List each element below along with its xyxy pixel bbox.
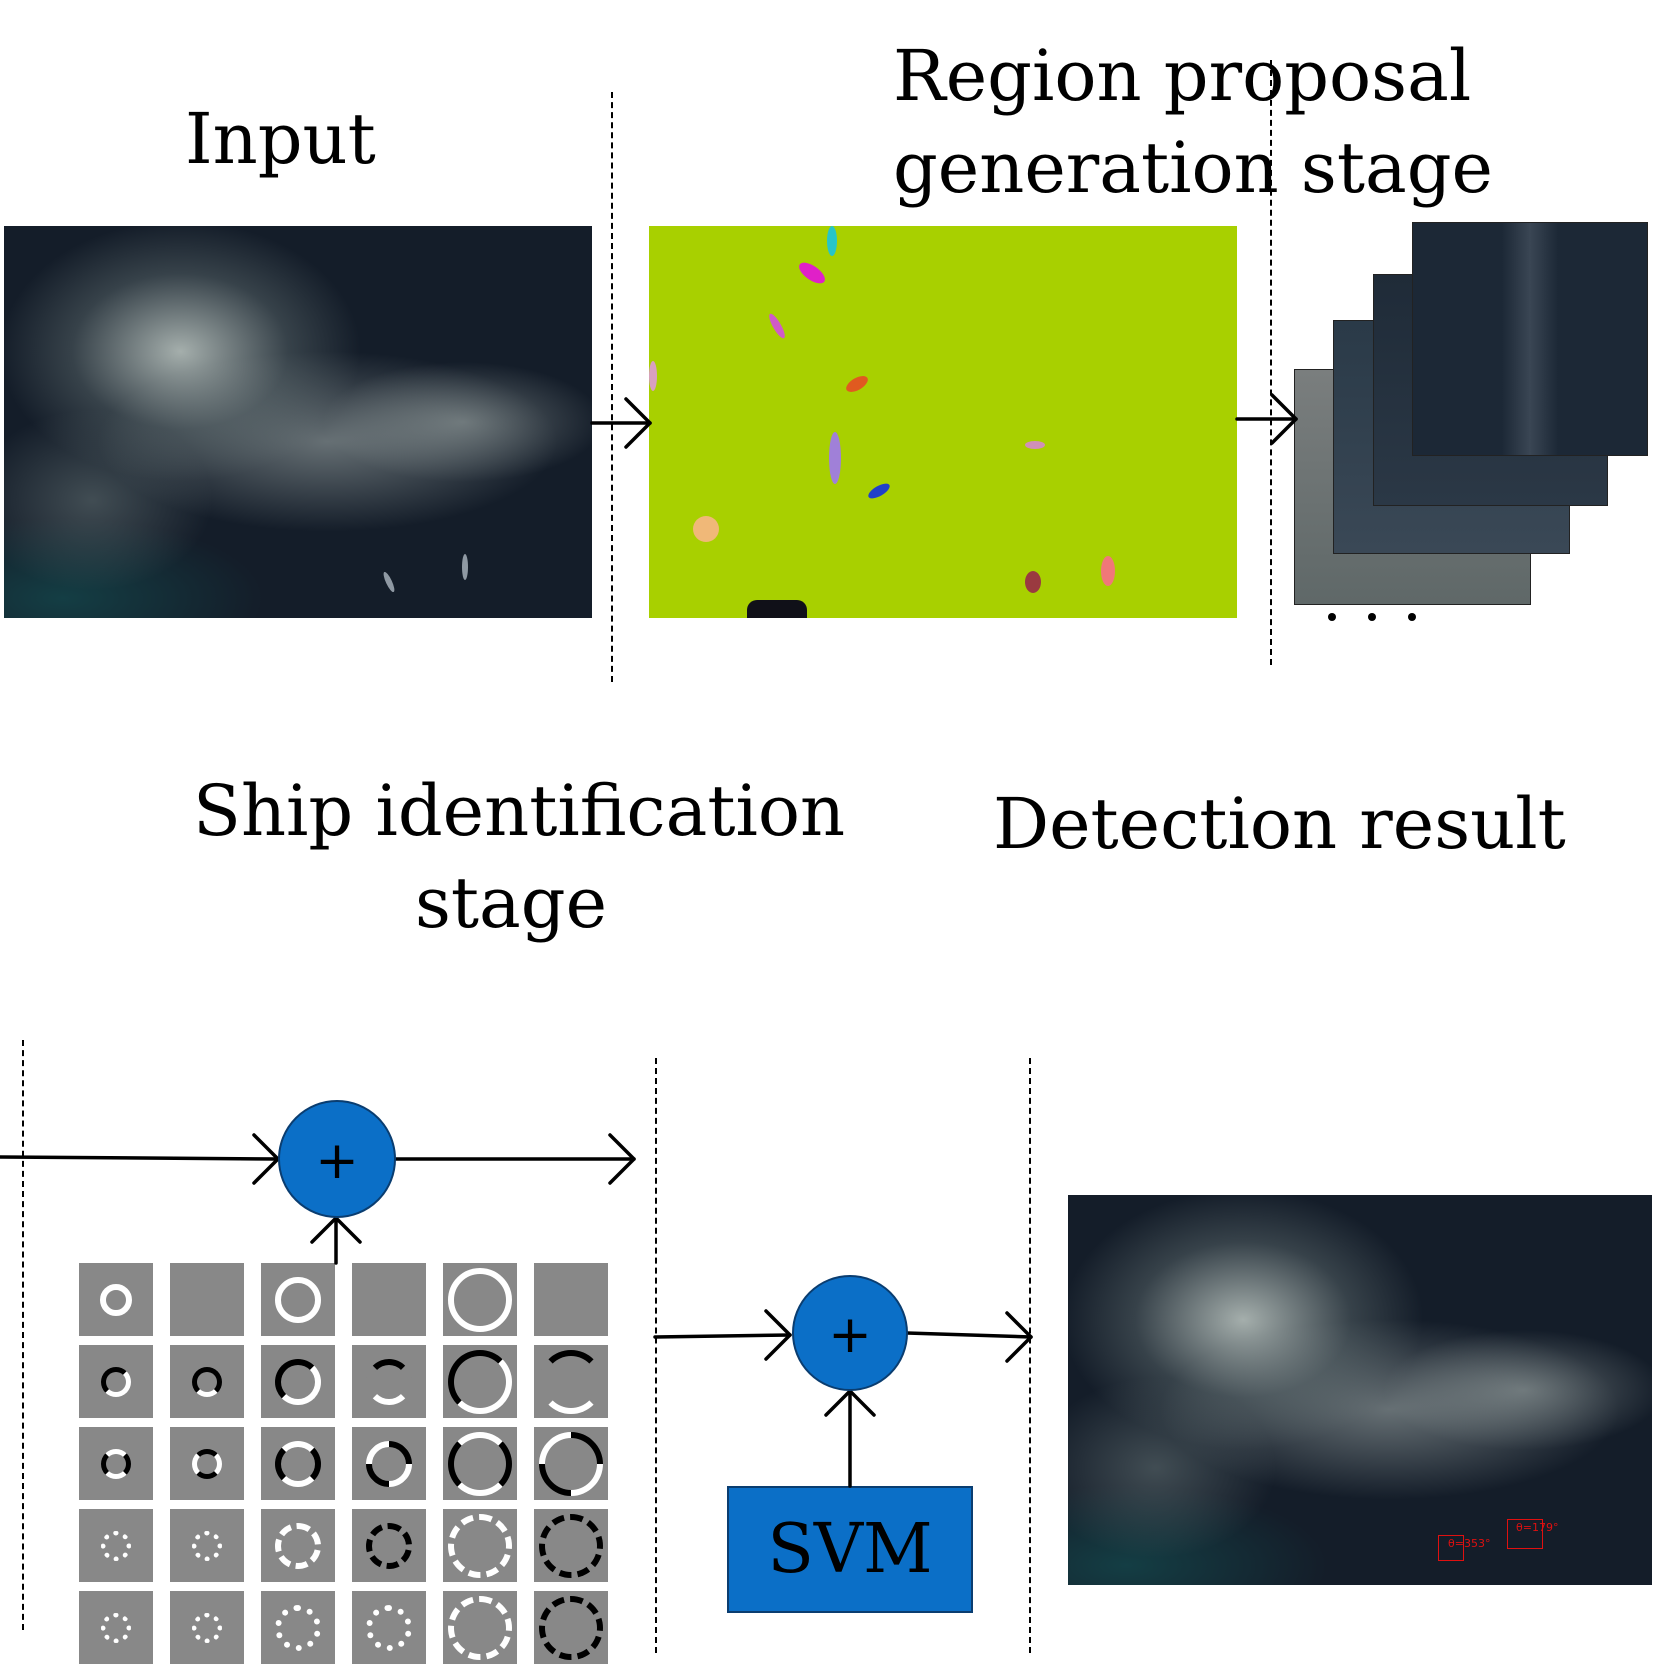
filter-bank: [79, 1263, 617, 1664]
filter-tile: [170, 1509, 244, 1582]
filter-tile: [261, 1263, 335, 1336]
separator-top-1: [611, 92, 613, 682]
detection-label: θ=179°: [1516, 1521, 1559, 1534]
filter-tile: [79, 1591, 153, 1664]
sum-node-bottom: [792, 1275, 908, 1391]
filter-tile: [170, 1345, 244, 1418]
filter-tile: [79, 1509, 153, 1582]
filter-tile: [534, 1263, 608, 1336]
filter-tile: [170, 1263, 244, 1336]
input-satellite-image: [4, 226, 592, 618]
filter-tile: [443, 1509, 517, 1582]
ship-mark: [462, 554, 468, 580]
segmentation-map: [649, 226, 1237, 618]
filter-tile: [443, 1263, 517, 1336]
filter-tile: [443, 1427, 517, 1500]
filter-tile: [261, 1345, 335, 1418]
ship-identification-label-line1: Ship identification: [193, 770, 846, 852]
segment-region: [693, 516, 719, 542]
segment-region: [1101, 556, 1115, 586]
region-proposal-label-line2: generation stage: [893, 127, 1493, 209]
separator-bottom-3: [1029, 1058, 1031, 1653]
separator-bottom-2: [655, 1058, 657, 1653]
separator-bottom-1: [22, 1040, 24, 1630]
segment-region: [747, 600, 807, 618]
segment-region: [829, 432, 841, 484]
detection-result-image: θ=353° θ=179°: [1068, 1195, 1652, 1585]
arrow-into-sum-top: [0, 1155, 280, 1161]
ellipsis-dot: [1408, 613, 1416, 621]
arrow-sum-bottom-out: [905, 1331, 1033, 1339]
sum-symbol-top: +: [315, 1131, 359, 1191]
segment-region: [1025, 571, 1041, 593]
filter-tile: [352, 1345, 426, 1418]
filter-tile: [352, 1509, 426, 1582]
filter-tile: [525, 1418, 617, 1509]
detection-box: [1438, 1535, 1464, 1561]
detection-box: [1507, 1519, 1543, 1549]
svm-classifier: SVM: [727, 1486, 973, 1613]
filter-tile: [352, 1591, 426, 1664]
filter-tile: [534, 1345, 608, 1418]
filter-tile: [79, 1427, 153, 1500]
segment-region: [649, 361, 657, 391]
ship-identification-label-line2: stage: [415, 862, 608, 944]
segment-region: [827, 226, 837, 256]
arrowhead: [1005, 1311, 1033, 1363]
arrowhead: [764, 1309, 792, 1361]
detection-label: θ=353°: [1448, 1537, 1491, 1550]
input-label: Input: [185, 98, 376, 180]
detection-result-label: Detection result: [993, 783, 1566, 865]
svm-label: SVM: [767, 1510, 933, 1589]
filter-tile: [170, 1427, 244, 1500]
filter-tile: [352, 1263, 426, 1336]
filter-tile: [443, 1591, 517, 1664]
filter-tile: [534, 1591, 608, 1664]
ellipsis-dot: [1328, 613, 1336, 621]
region-proposal-label-line1: Region proposal: [893, 35, 1472, 117]
filter-tile: [443, 1345, 517, 1418]
filter-tile: [170, 1591, 244, 1664]
arrow-into-sum-bottom: [653, 1333, 792, 1339]
filter-tile: [79, 1345, 153, 1418]
sum-symbol-bottom: +: [828, 1305, 872, 1365]
separator-top-2: [1270, 60, 1272, 665]
arrowhead: [310, 1216, 362, 1244]
segment-region: [1025, 441, 1045, 449]
filter-tile: [534, 1509, 608, 1582]
filter-tile: [261, 1509, 335, 1582]
arrowhead: [608, 1133, 636, 1185]
filter-tile: [261, 1591, 335, 1664]
filter-tile: [79, 1263, 153, 1336]
candidate-crop-1: [1412, 222, 1648, 456]
filter-tile: [352, 1427, 426, 1500]
arrowhead: [1270, 393, 1298, 445]
sum-node-top: [278, 1100, 396, 1218]
ellipsis-dot: [1368, 613, 1376, 621]
filter-tile: [261, 1427, 335, 1500]
arrowhead: [624, 397, 652, 449]
